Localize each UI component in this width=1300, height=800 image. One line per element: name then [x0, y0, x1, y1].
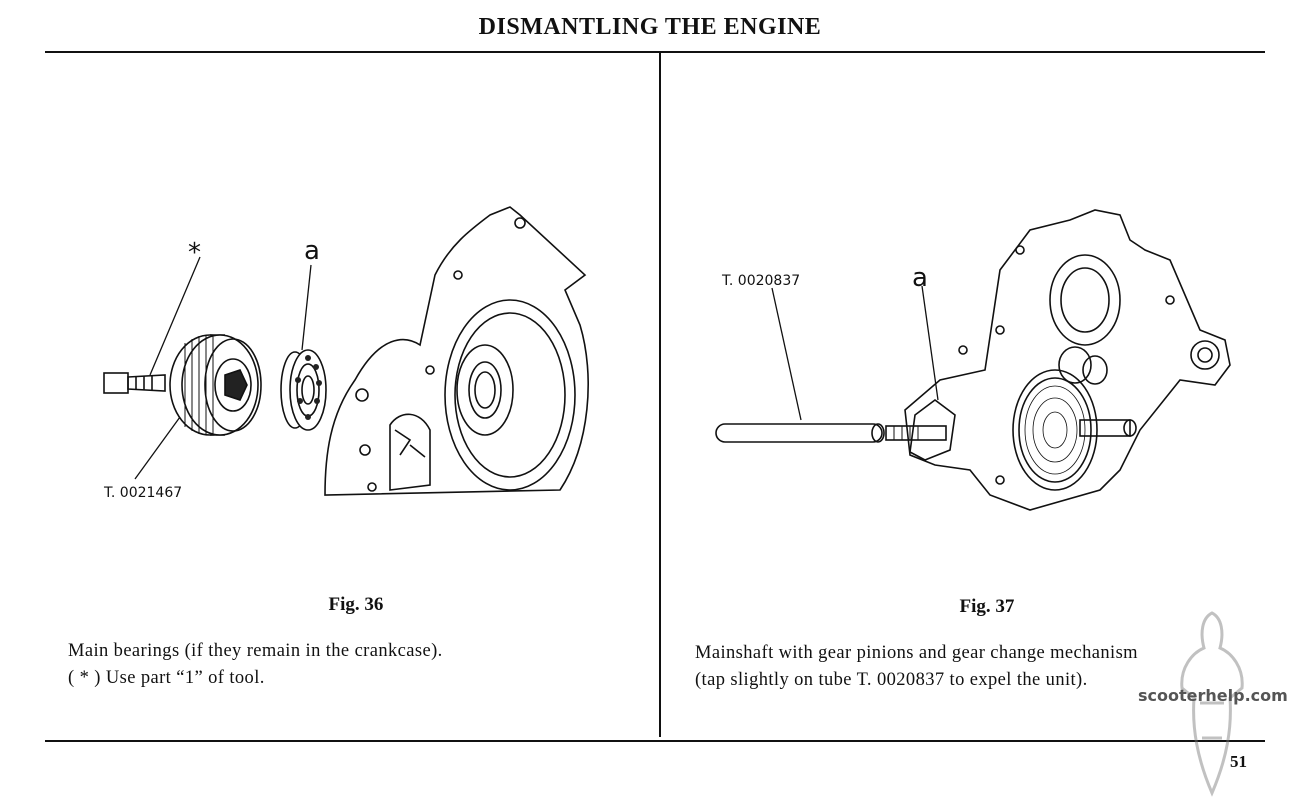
fig37-title: Fig. 37	[959, 596, 1015, 617]
fig36-callout-a: a	[304, 236, 320, 266]
fig37-callout-a: a	[912, 263, 928, 293]
fig37-tool-label: T. 0020837	[721, 273, 800, 289]
watermark-text: scooterhelp.com	[1138, 686, 1288, 705]
fig36-caption: Main bearings (if they remain in the cra…	[68, 638, 443, 692]
page-title: DISMANTLING THE ENGINE	[478, 14, 822, 40]
gearbox-case-outline	[904, 209, 1231, 511]
scooter-logo-watermark	[1180, 611, 1244, 797]
crankcase-outline	[324, 206, 589, 496]
fig37-caption-line: (tap slightly on tube T. 0020837 to expe…	[695, 670, 1088, 690]
fig36-title: Fig. 36	[328, 594, 384, 615]
fig37-illustration: T. 0020837 a	[715, 209, 1231, 511]
fig37-caption: Mainshaft with gear pinions and gear cha…	[695, 640, 1138, 694]
tube	[715, 423, 883, 443]
tool-hex-end	[103, 372, 129, 394]
fig36-caption-line: ( * ) Use part “1” of tool.	[68, 668, 265, 688]
large-gear	[1012, 369, 1098, 491]
tool-thread	[127, 374, 166, 392]
crankcase-flange	[444, 299, 576, 491]
column-divider	[659, 53, 661, 737]
top-rule	[45, 51, 1265, 53]
page-number: 51	[1230, 752, 1247, 771]
fig36-caption-line: Main bearings (if they remain in the cra…	[68, 641, 443, 661]
bottom-rule	[45, 740, 1265, 742]
puller-cup-front	[204, 338, 262, 432]
fig36-illustration: * a T. 0021467	[103, 206, 589, 501]
fig37-caption-line: Mainshaft with gear pinions and gear cha…	[695, 643, 1138, 663]
fig36-asterisk-label: *	[188, 238, 201, 268]
fig36-tool-label: T. 0021467	[103, 485, 182, 501]
